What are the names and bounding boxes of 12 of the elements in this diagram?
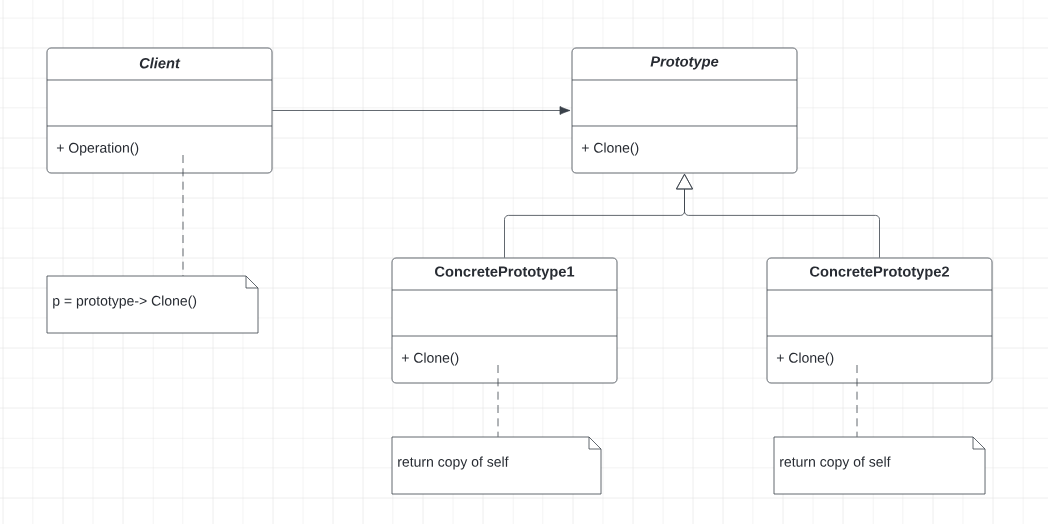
arrow [676,173,880,258]
class-box: ConcretePrototype2 + Clone() [766,257,993,384]
note-box: return copy of self [391,436,602,495]
arrow [272,106,571,115]
class-box: ConcretePrototype1 + Clone() [391,257,618,384]
dashed-line [856,364,858,438]
note-box: p = prototype-> Clone() [46,275,259,334]
class-box: Prototype + Clone() [571,47,798,174]
dashed-line [182,154,184,277]
note-box: return copy of self [773,436,986,495]
class-box: Client + Operation() [46,47,273,174]
dashed-line [497,364,499,438]
